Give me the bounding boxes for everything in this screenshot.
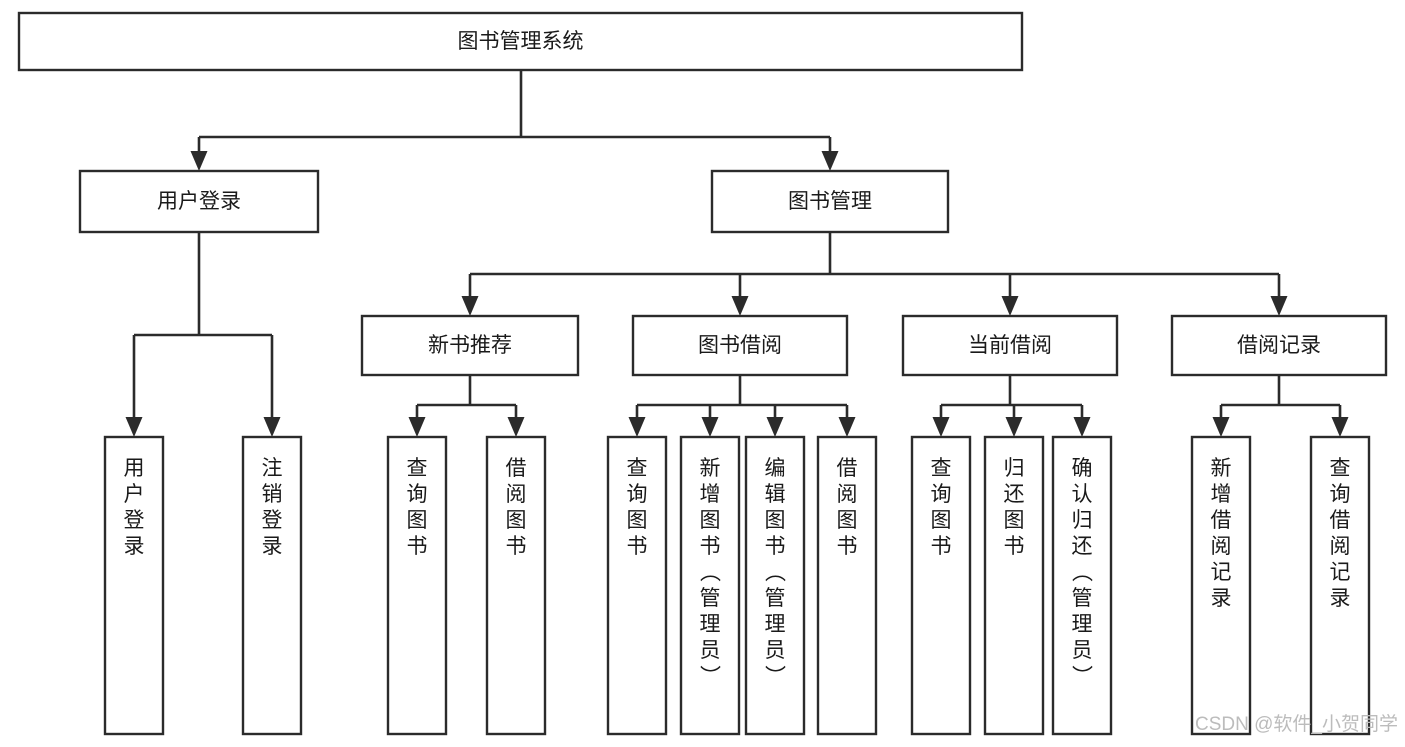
node-label: 归还图书 [1004, 457, 1025, 558]
node-leaf-current-query-book[interactable]: 查询图书 [910, 435, 972, 736]
node-label: 借阅记录 [1237, 334, 1321, 357]
node-label: 当前借阅 [968, 334, 1052, 357]
node-box [1170, 314, 1388, 377]
arrow-head-icon [461, 296, 479, 316]
node-box [631, 314, 849, 377]
node-box [679, 435, 741, 736]
node-book-borrow[interactable]: 图书借阅 [631, 314, 849, 377]
node-box [1309, 435, 1371, 736]
node-box [910, 435, 972, 736]
node-label: 新书推荐 [428, 334, 512, 357]
node-borrow-record[interactable]: 借阅记录 [1170, 314, 1388, 377]
connector-edges [125, 70, 1349, 437]
arrow-head-icon [731, 296, 749, 316]
arrow-head-icon [1005, 417, 1023, 437]
arrow-head-icon [408, 417, 426, 437]
arrow-head-icon [125, 417, 143, 437]
node-box [606, 435, 668, 736]
node-leaf-borrow-query-book[interactable]: 查询图书 [606, 435, 668, 736]
node-box [1190, 435, 1252, 736]
arrow-head-icon [1212, 417, 1230, 437]
node-label: 新增图书（管理员） [700, 457, 722, 688]
node-current-borrow[interactable]: 当前借阅 [901, 314, 1119, 377]
arrow-head-icon [263, 417, 281, 437]
node-box [710, 169, 950, 234]
node-label: 查询图书 [627, 457, 648, 558]
arrow-head-icon [1270, 296, 1288, 316]
node-label: 用户登录 [124, 457, 145, 558]
node-label: 新增借阅记录 [1211, 457, 1232, 610]
csdn-watermark: CSDN @软件_小贺同学 [1195, 713, 1398, 735]
node-box [816, 435, 878, 736]
node-box [241, 435, 303, 736]
node-box [901, 314, 1119, 377]
node-leaf-record-add[interactable]: 新增借阅记录 [1190, 435, 1252, 736]
node-label: 图书管理 [788, 190, 872, 213]
node-label: 用户登录 [157, 190, 241, 213]
node-leaf-borrow-edit-book[interactable]: 编辑图书（管理员） [744, 435, 806, 736]
node-box [744, 435, 806, 736]
node-root[interactable]: 图书管理系统 [17, 11, 1024, 72]
node-label: 查询借阅记录 [1330, 457, 1351, 610]
node-box [386, 435, 448, 736]
node-leaf-borrow-add-book[interactable]: 新增图书（管理员） [679, 435, 741, 736]
node-leaf-record-query[interactable]: 查询借阅记录 [1309, 435, 1371, 736]
arrow-head-icon [1073, 417, 1091, 437]
node-leaf-borrow-borrow-book[interactable]: 借阅图书 [816, 435, 878, 736]
node-box [1051, 435, 1113, 736]
node-label: 借阅图书 [837, 457, 858, 558]
node-leaf-recommend-query-book[interactable]: 查询图书 [386, 435, 448, 736]
node-label: 注销登录 [262, 457, 283, 558]
node-label: 借阅图书 [506, 457, 527, 558]
arrow-head-icon [1331, 417, 1349, 437]
arrow-head-icon [932, 417, 950, 437]
arrow-head-icon [190, 151, 208, 171]
arrow-head-icon [628, 417, 646, 437]
node-label: 查询图书 [407, 457, 428, 558]
node-box [983, 435, 1045, 736]
node-new-book-recommend[interactable]: 新书推荐 [360, 314, 580, 377]
node-label: 图书借阅 [698, 334, 782, 357]
arrow-head-icon [701, 417, 719, 437]
node-user-login[interactable]: 用户登录 [78, 169, 320, 234]
node-label: 编辑图书（管理员） [765, 457, 787, 688]
node-label: 图书管理系统 [458, 30, 584, 53]
arrow-head-icon [507, 417, 525, 437]
node-box [360, 314, 580, 377]
arrow-head-icon [766, 417, 784, 437]
node-leaf-user-login[interactable]: 用户登录 [103, 435, 165, 736]
arrow-head-icon [838, 417, 856, 437]
node-label: 查询图书 [931, 457, 952, 558]
node-label: 确认归还（管理员） [1072, 457, 1094, 688]
node-boxes: 图书管理系统用户登录图书管理新书推荐图书借阅当前借阅借阅记录用户登录注销登录查询… [17, 11, 1388, 736]
node-box [485, 435, 547, 736]
arrow-head-icon [1001, 296, 1019, 316]
node-leaf-recommend-borrow-book[interactable]: 借阅图书 [485, 435, 547, 736]
node-book-management[interactable]: 图书管理 [710, 169, 950, 234]
node-leaf-current-confirm-return[interactable]: 确认归还（管理员） [1051, 435, 1113, 736]
arrow-head-icon [821, 151, 839, 171]
node-leaf-user-logout[interactable]: 注销登录 [241, 435, 303, 736]
node-leaf-current-return-book[interactable]: 归还图书 [983, 435, 1045, 736]
node-box [78, 169, 320, 234]
node-box [17, 11, 1024, 72]
node-box [103, 435, 165, 736]
